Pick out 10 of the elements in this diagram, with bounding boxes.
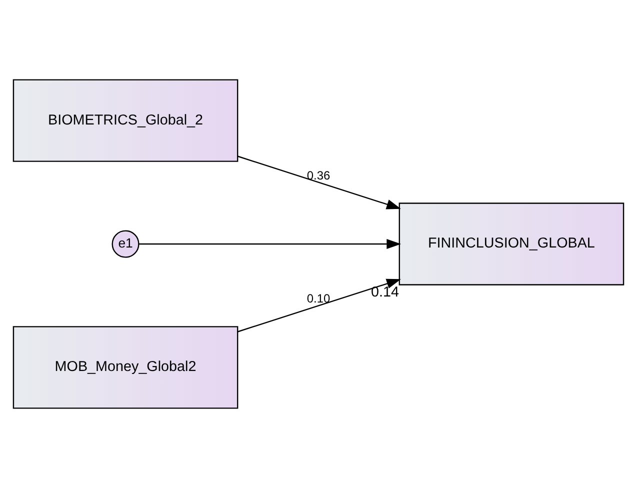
arrow	[237, 278, 401, 332]
node-box: BIOMETRICS_Global_2	[12, 79, 238, 162]
edge-label: 0.36	[306, 168, 330, 182]
node-circle: e1	[112, 230, 140, 258]
arrow	[139, 238, 402, 250]
node-box: MOB_Money_Global2	[12, 326, 238, 409]
node-box: FININCLUSION_GLOBAL	[398, 202, 624, 286]
arrow	[237, 156, 401, 210]
edge-label: 0.10	[306, 292, 330, 306]
node-label: 0.14	[371, 284, 400, 300]
